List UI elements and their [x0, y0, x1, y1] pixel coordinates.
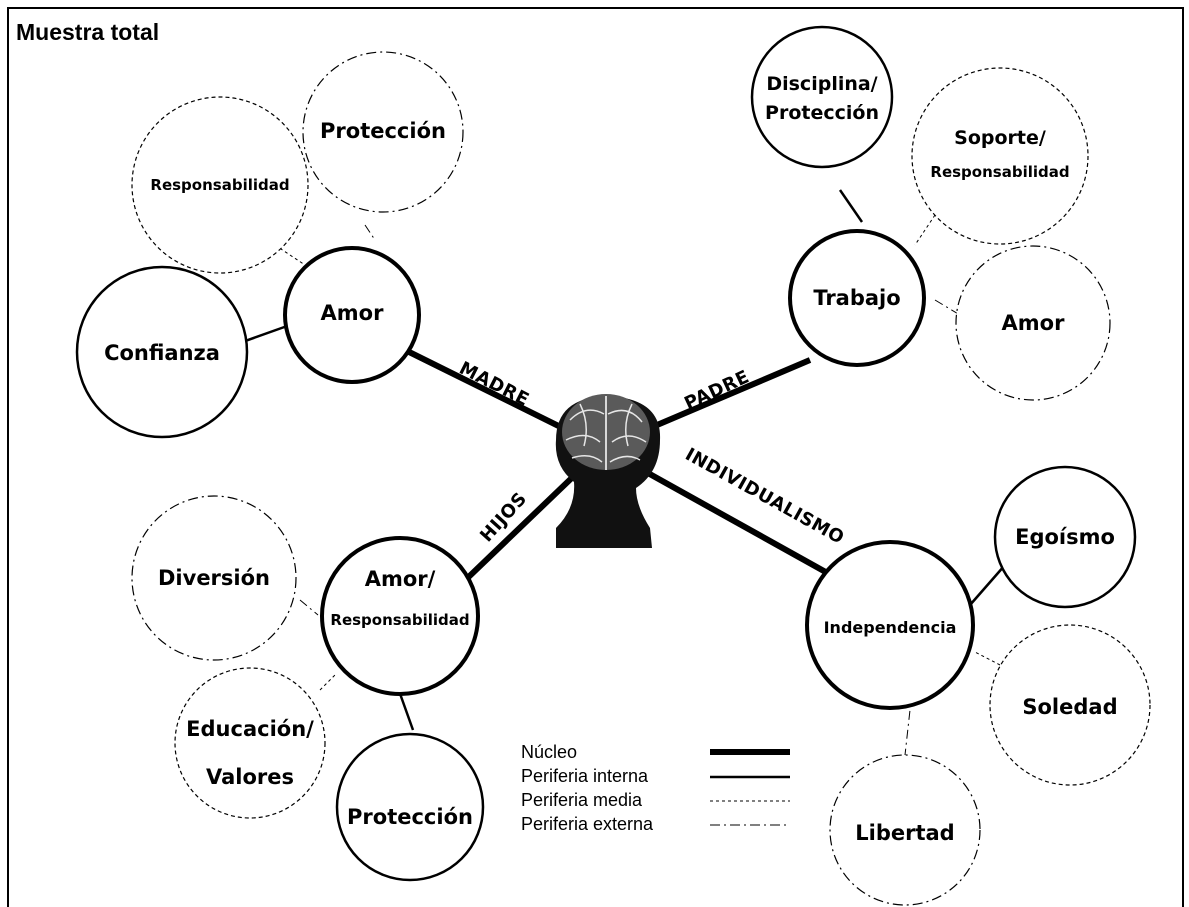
hijos-media-label-line2: Valores — [206, 765, 294, 789]
madre-media-label: Responsabilidad — [150, 176, 289, 194]
individualismo-axis-label: INDIVIDUALISMO — [682, 444, 848, 549]
padre-inner-label-line2: Protección — [765, 102, 879, 124]
padre-core-circle — [788, 229, 926, 367]
hijos-inner-label: Protección — [347, 805, 473, 829]
legend-interna-label: Periferia interna — [521, 766, 649, 786]
padre-media-circle — [911, 67, 1089, 245]
padre-inner-circle — [750, 25, 894, 169]
hijos-inner-circle — [335, 732, 485, 882]
legend: Núcleo Periferia interna Periferia media… — [521, 742, 790, 834]
legend-media-label: Periferia media — [521, 790, 643, 810]
diagram-title: Muestra total — [16, 19, 159, 45]
hijos-externa-label: Diversión — [158, 566, 270, 590]
madre-externa-circle — [302, 51, 464, 213]
individualismo-inner-circle — [993, 465, 1137, 609]
individualismo-inner-label: Egoísmo — [1015, 525, 1115, 549]
hijos-core-label-line1: Amor/ — [365, 567, 436, 591]
individualismo-externa-circle — [829, 754, 981, 906]
madre-inner-circle — [75, 265, 249, 439]
head-brain-icon — [555, 394, 661, 548]
individualismo-media-circle — [989, 624, 1151, 786]
individualismo-inner-line — [969, 564, 1006, 606]
hijos-externa-circle — [131, 495, 297, 661]
hijos-ext-line — [299, 599, 319, 616]
padre-inner-line — [838, 189, 864, 223]
hijos-media-label-line1: Educación/ — [186, 717, 314, 741]
madre-ext-line — [364, 224, 376, 241]
madre-externa-label: Protección — [320, 119, 446, 143]
hijos-mid-line — [319, 674, 336, 691]
madre-media-circle — [131, 96, 309, 274]
hijos-core-label-line2: Responsabilidad — [330, 611, 469, 629]
hijos-axis-label: HIJOS — [476, 488, 531, 546]
padre-core-label: Trabajo — [813, 286, 900, 310]
padre-media-label-line1: Soporte/ — [954, 127, 1046, 149]
padre-mid-line — [914, 214, 936, 246]
individualismo-core-circle — [805, 540, 975, 710]
legend-externa-label: Periferia externa — [521, 814, 654, 834]
hijos-media-circle — [174, 667, 326, 819]
padre-externa-label: Amor — [1002, 311, 1066, 335]
legend-nucleo-label: Núcleo — [521, 742, 577, 762]
padre-externa-circle — [955, 245, 1111, 401]
madre-core-circle — [283, 246, 421, 384]
diagram-frame — [7, 7, 1184, 907]
padre-media-label-line2: Responsabilidad — [930, 163, 1069, 181]
individualismo-externa-label: Libertad — [855, 821, 954, 845]
individualismo-core-label: Independencia — [824, 618, 957, 637]
madre-core-label: Amor — [321, 301, 385, 325]
individualismo-media-label: Soledad — [1022, 695, 1117, 719]
padre-ext-line — [934, 299, 961, 316]
individualismo-ext-line — [904, 691, 913, 756]
padre-inner-label-line1: Disciplina/ — [766, 73, 877, 95]
individualismo-mid-line — [974, 651, 1001, 666]
madre-axis-label: MADRE — [456, 358, 533, 411]
madre-inner-label: Confianza — [104, 341, 220, 365]
hijos-core-circle — [320, 536, 480, 696]
